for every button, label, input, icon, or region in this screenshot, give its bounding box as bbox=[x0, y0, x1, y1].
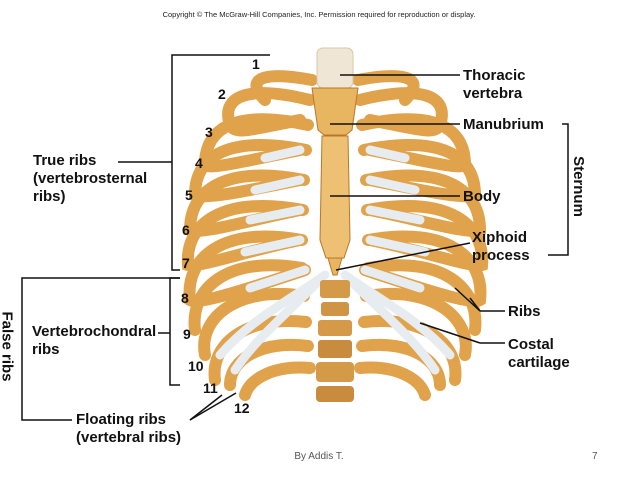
label-false-ribs: False ribs bbox=[0, 311, 16, 382]
label-xiphoid-line1: Xiphoid bbox=[472, 229, 527, 246]
label-thoracic-vertebra-line1: Thoracic bbox=[463, 67, 526, 84]
rib-number-3: 3 bbox=[205, 124, 213, 140]
label-xiphoid-line2: process bbox=[472, 247, 530, 264]
rib-number-9: 9 bbox=[183, 326, 191, 342]
rib-number-1: 1 bbox=[252, 56, 260, 72]
costal-cartilages bbox=[215, 145, 455, 375]
footer-author: By Addis T. bbox=[294, 451, 344, 462]
label-floating-ribs-line1: Floating ribs bbox=[76, 411, 166, 428]
rib-number-5: 5 bbox=[185, 187, 193, 203]
label-true-ribs-line1: True ribs bbox=[33, 152, 97, 169]
label-true-ribs-line2: (vertebrosternal bbox=[33, 170, 148, 187]
vertebral-column bbox=[316, 47, 354, 402]
label-ribs: Ribs bbox=[508, 303, 541, 320]
rib-number-6: 6 bbox=[182, 222, 190, 238]
rib-number-10: 10 bbox=[188, 358, 204, 374]
label-body: Body bbox=[463, 188, 501, 205]
label-manubrium: Manubrium bbox=[463, 116, 544, 133]
rib-number-12: 12 bbox=[234, 400, 250, 416]
rib-number-4: 4 bbox=[195, 155, 203, 171]
label-floating-ribs-line2: (vertebral ribs) bbox=[76, 429, 182, 446]
rib-number-7: 7 bbox=[182, 255, 190, 271]
leader-lines bbox=[21, 54, 569, 421]
rib-number-2: 2 bbox=[218, 86, 226, 102]
page-number: 7 bbox=[592, 451, 598, 462]
label-costal-cartilage-line1: Costal bbox=[508, 336, 554, 353]
label-true-ribs-line3: ribs) bbox=[33, 188, 66, 205]
label-thoracic-vertebra-line2: vertebra bbox=[463, 85, 523, 102]
rib-number-8: 8 bbox=[181, 290, 189, 306]
label-vertebrochondral-line2: ribs bbox=[32, 341, 60, 358]
label-costal-cartilage-line2: cartilage bbox=[508, 354, 570, 371]
sternum bbox=[311, 87, 359, 276]
copyright-notice: Copyright © The McGraw-Hill Companies, I… bbox=[162, 10, 476, 19]
label-vertebrochondral-line1: Vertebrochondral bbox=[32, 323, 157, 340]
label-sternum: Sternum bbox=[569, 156, 587, 217]
rib-number-11: 11 bbox=[203, 380, 218, 396]
